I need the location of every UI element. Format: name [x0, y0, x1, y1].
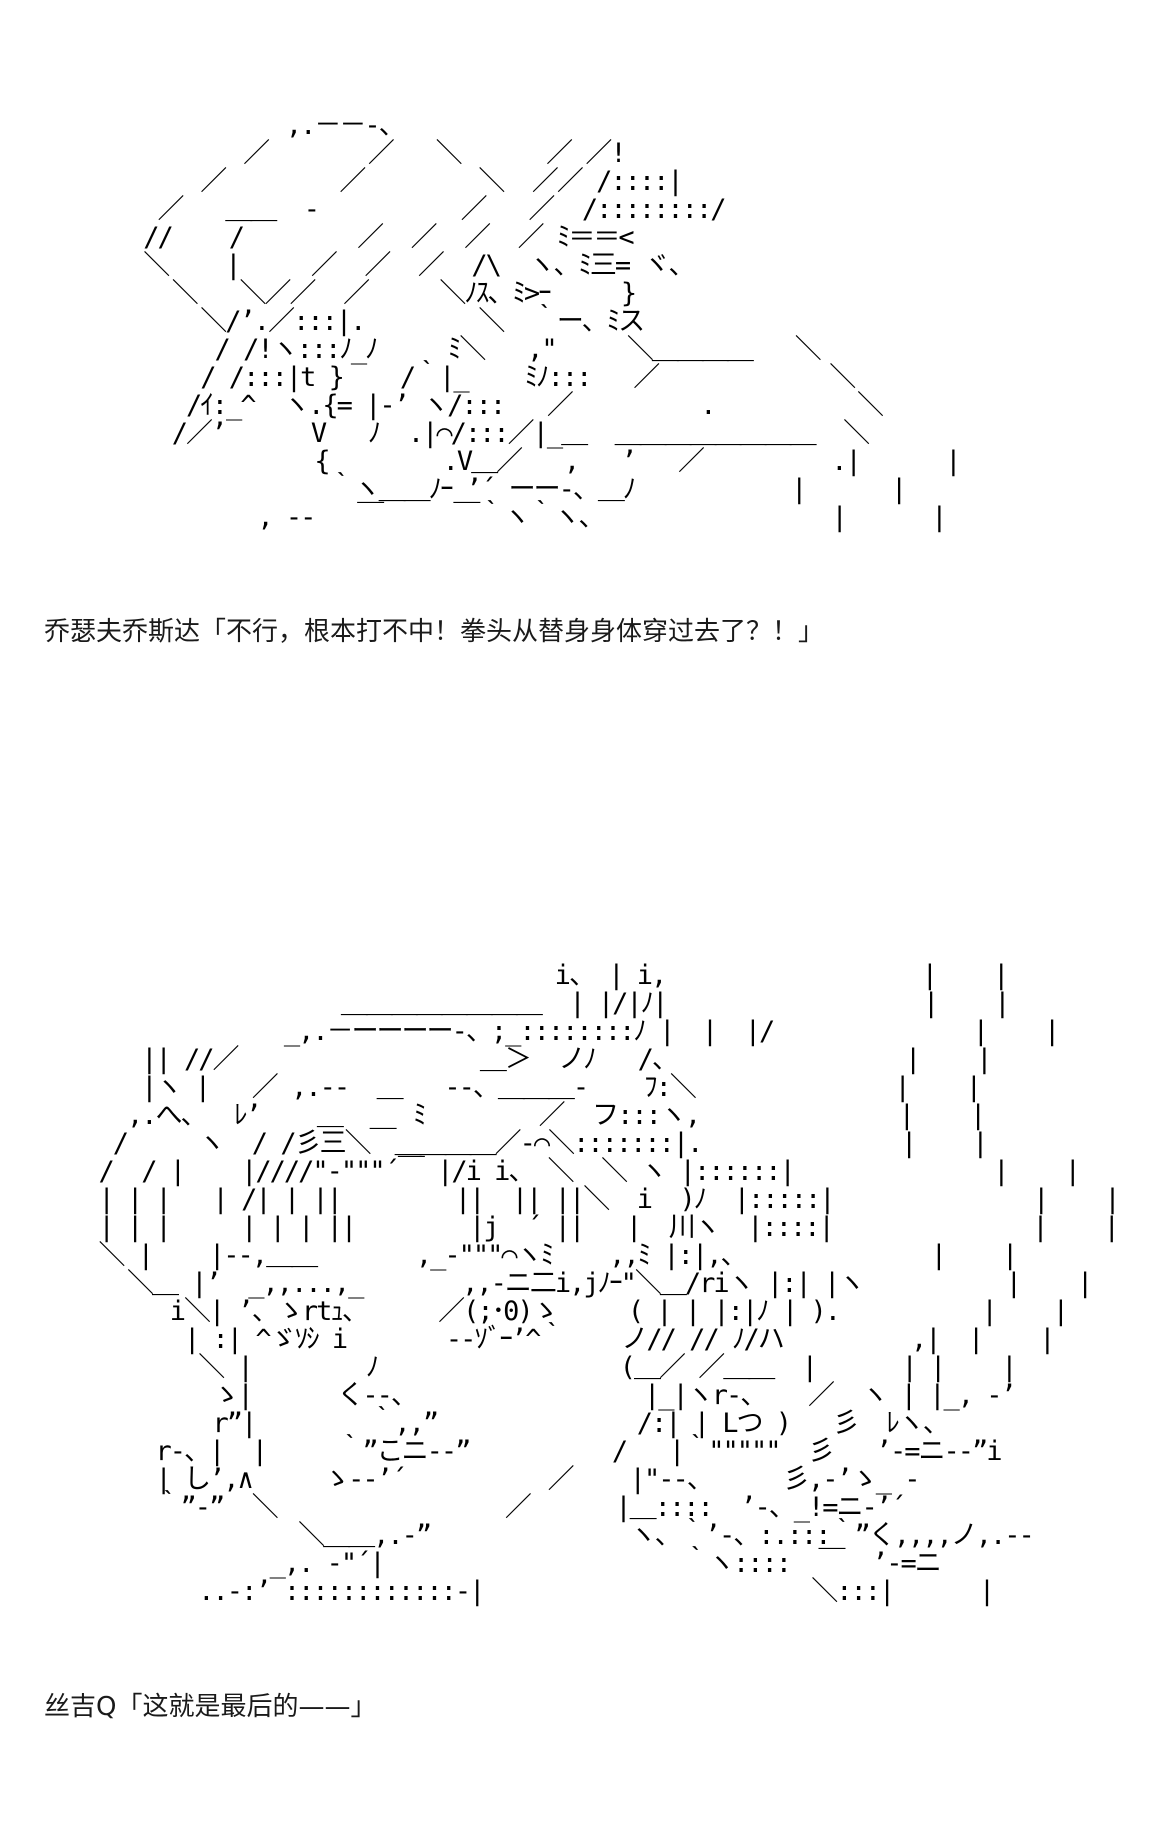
ascii-art-joseph-joestar: ,.－－-、 ／ ／ ＼ ／ ／! ／ ／ ＼ ／／ /::::| ／ ＿＿ -… — [143, 110, 961, 533]
caption-joseph-joestar: 乔瑟夫乔斯达「不行，根本打不中！拳头从替身身体穿过去了？！」 — [44, 617, 825, 647]
caption-siegq: 丝吉Q「这就是最后的——」 — [44, 1692, 377, 1722]
ascii-art-siegq: i、 | i, | | ＿＿＿＿＿＿＿＿ | |/|ﾉ| | | _,.－ーーー… — [98, 960, 1121, 1607]
